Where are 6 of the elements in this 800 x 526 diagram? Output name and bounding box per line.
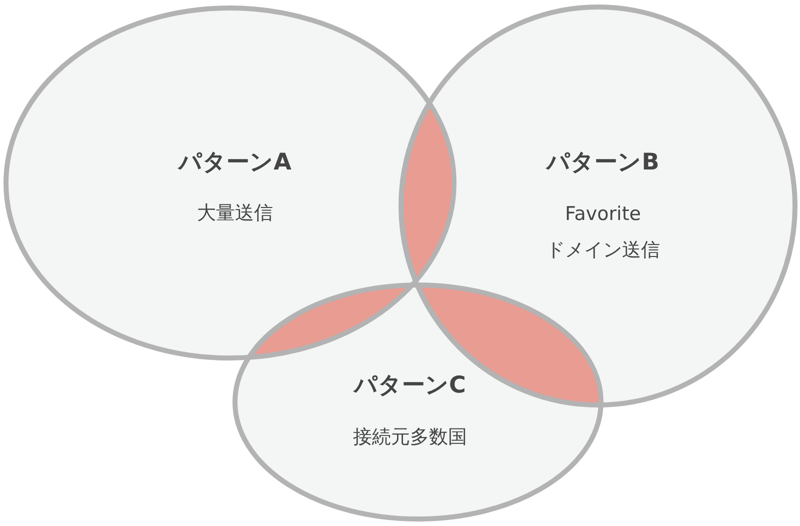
set-title: パターンA [178,148,292,178]
set-description: 接続元多数国 [352,424,468,450]
set-title: パターンC [354,372,466,400]
set-description: Favorite ドメイン送信 [545,202,661,263]
set-title: パターンB [546,148,660,178]
set-description: 大量送信 [196,200,274,226]
